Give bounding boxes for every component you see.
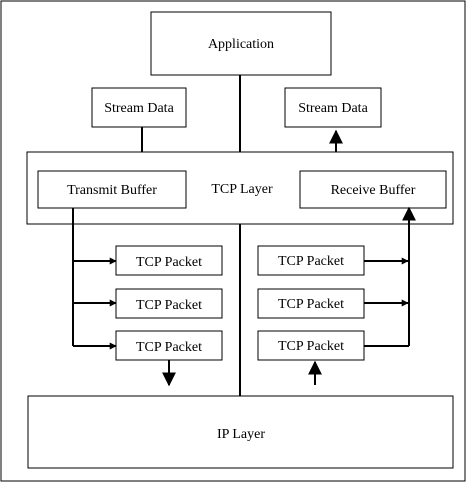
tcp-packet-label: TCP Packet	[278, 254, 344, 269]
stream-data-left-label: Stream Data	[104, 101, 174, 116]
tcp-packet-label: TCP Packet	[136, 298, 202, 313]
tcp-packet-left-1: TCP Packet	[115, 245, 223, 276]
application-box: Application	[150, 11, 332, 76]
tcp-packet-left-2: TCP Packet	[115, 288, 223, 319]
stream-data-right-box: Stream Data	[284, 87, 382, 128]
ip-layer-box: IP Layer	[27, 395, 454, 469]
tcp-packet-label: TCP Packet	[136, 340, 202, 355]
receive-buffer-label: Receive Buffer	[331, 183, 416, 198]
tcp-packet-label: TCP Packet	[278, 297, 344, 312]
transmit-buffer-box: Transmit Buffer	[37, 170, 187, 209]
application-label: Application	[208, 37, 274, 52]
tcp-packet-label: TCP Packet	[136, 255, 202, 270]
tcp-packet-left-3: TCP Packet	[115, 330, 223, 361]
tcp-packet-right-1: TCP Packet	[257, 245, 365, 276]
receive-buffer-box: Receive Buffer	[299, 170, 447, 209]
tcp-packet-right-2: TCP Packet	[257, 288, 365, 319]
transmit-buffer-label: Transmit Buffer	[67, 183, 157, 198]
tcp-packet-right-3: TCP Packet	[257, 330, 365, 361]
ip-layer-label: IP Layer	[217, 427, 265, 442]
stream-data-right-label: Stream Data	[298, 101, 368, 116]
tcp-layer-label: TCP Layer	[211, 182, 273, 197]
tcp-packet-label: TCP Packet	[278, 339, 344, 354]
stream-data-left-box: Stream Data	[91, 87, 187, 128]
